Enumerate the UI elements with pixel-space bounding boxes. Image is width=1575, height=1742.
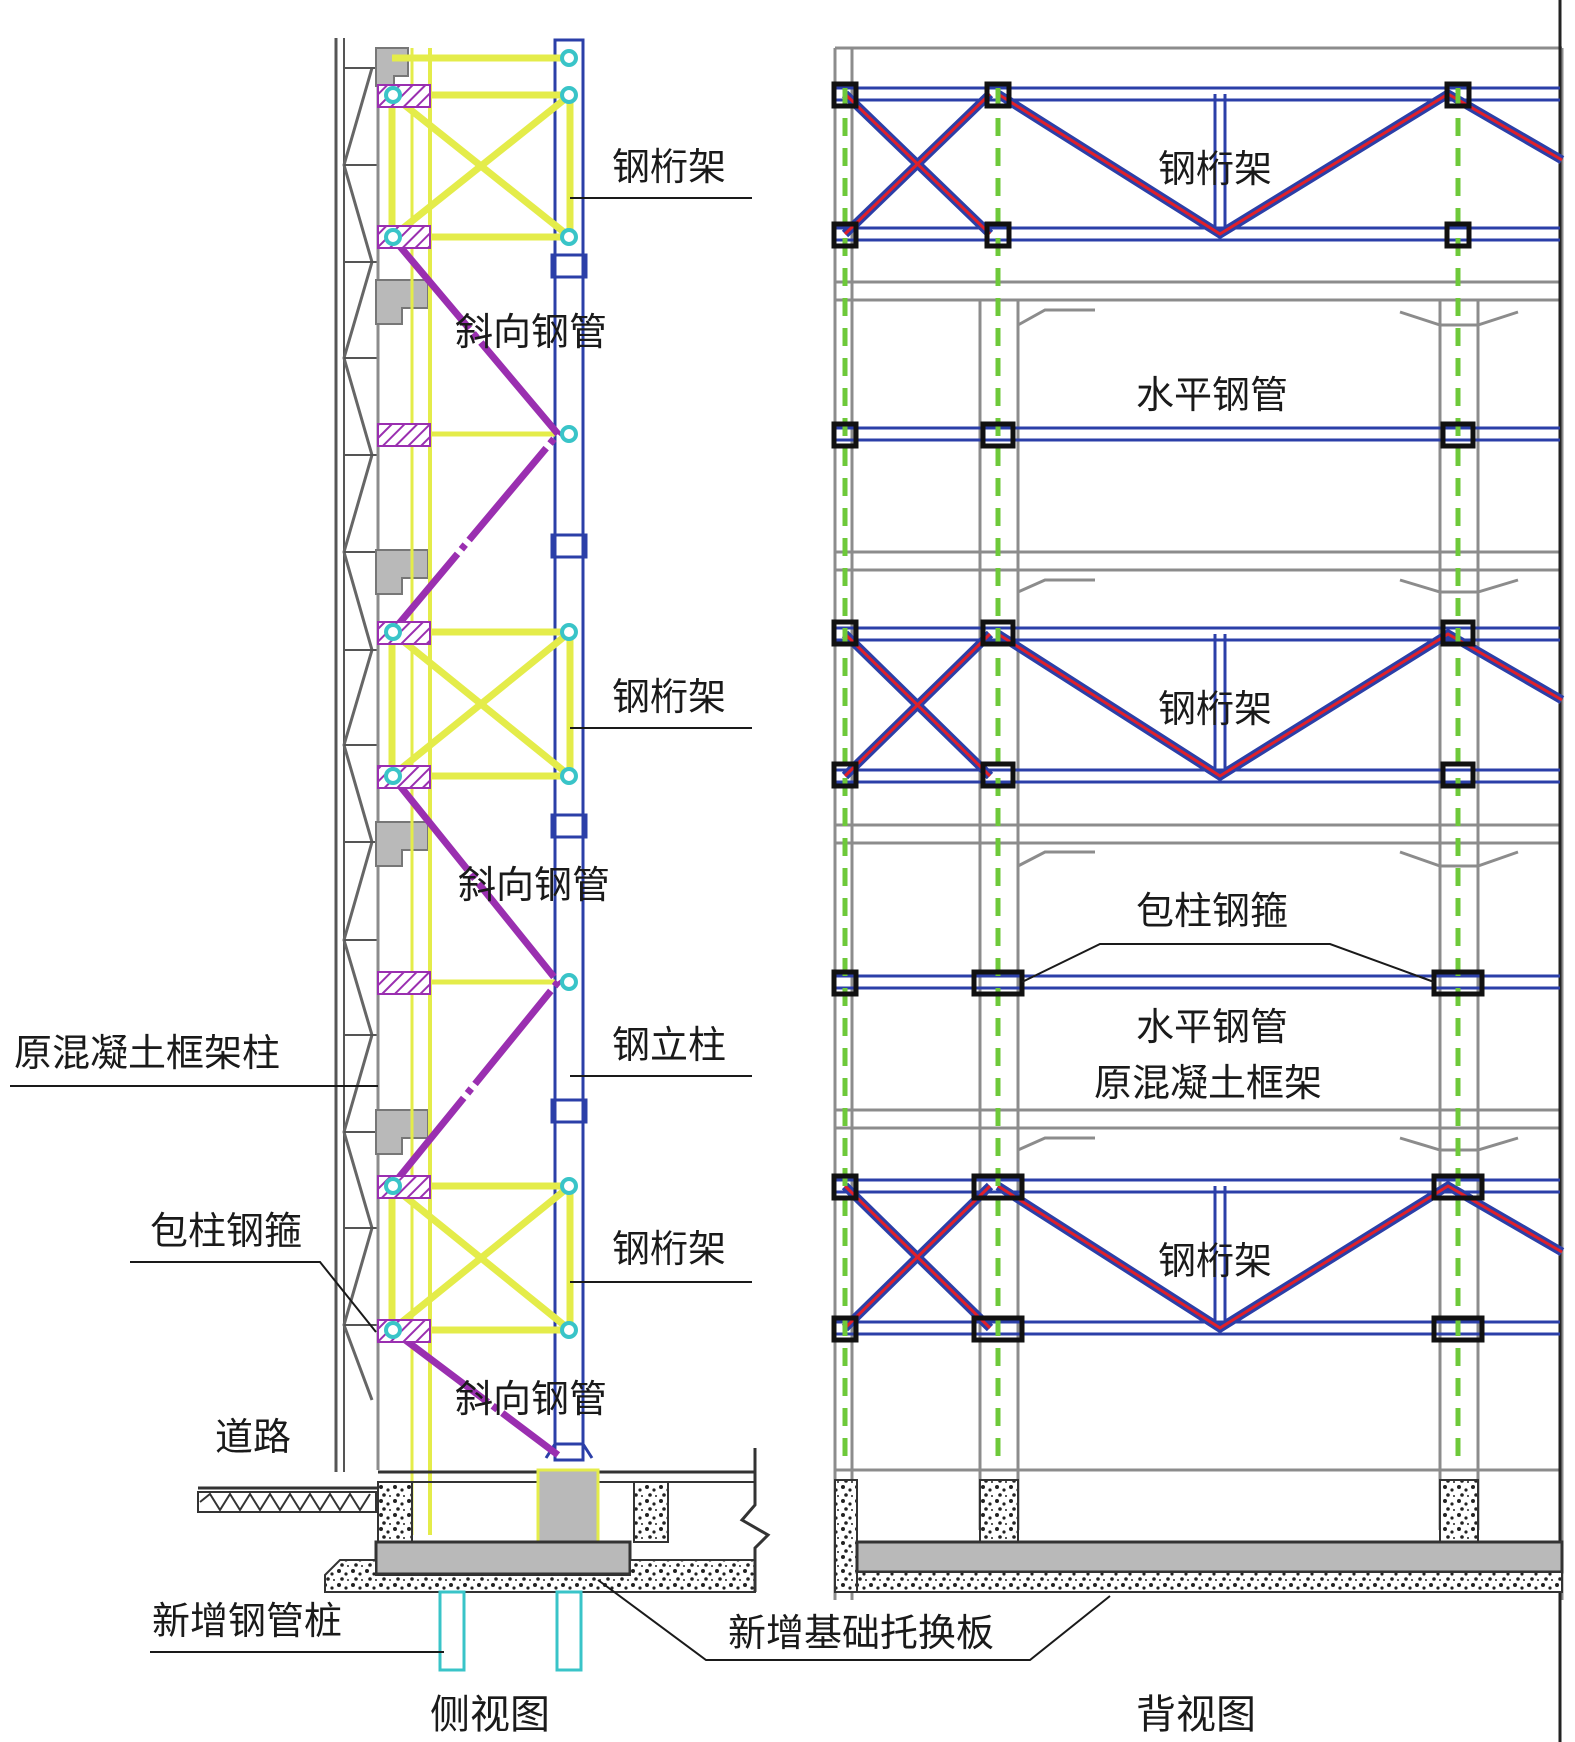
label-hoop-back: 包柱钢箍 <box>1136 889 1288 933</box>
diagonal-pipes-side <box>389 234 563 1458</box>
caption-back-view: 背视图 <box>1136 1692 1256 1738</box>
label-road: 道路 <box>215 1415 291 1459</box>
label-rc-column: 原混凝土框架柱 <box>14 1031 280 1075</box>
leaders-back <box>1021 943 1435 983</box>
truss-braces-back <box>841 88 1565 1334</box>
label-hpipe-1: 水平钢管 <box>1136 373 1288 417</box>
column-hoops-back <box>831 81 1485 1343</box>
label-hoop-side: 包柱钢箍 <box>150 1209 302 1253</box>
label-pile: 新增钢管桩 <box>152 1599 342 1643</box>
foundation-side <box>197 1448 771 1672</box>
label-truss-mid-back: 钢桁架 <box>1158 687 1272 731</box>
rc-frame-back <box>833 46 1564 1600</box>
label-raft: 新增基础托换板 <box>728 1611 994 1655</box>
label-diagonal-pipe-1: 斜向钢管 <box>455 310 607 354</box>
label-hpipe-2: 水平钢管 <box>1136 1005 1288 1049</box>
foundation-back <box>834 1479 1564 1593</box>
label-truss-bottom-back: 钢桁架 <box>1158 1239 1272 1283</box>
back-view: 钢桁架 水平钢管 钢桁架 包柱钢箍 水平钢管 原混凝土框架 钢桁架 背视图 <box>831 0 1565 1742</box>
leaders-side <box>10 197 1111 1661</box>
label-diagonal-pipe-2: 斜向钢管 <box>458 863 610 907</box>
caption-side-view: 侧视图 <box>430 1692 550 1738</box>
label-diagonal-pipe-3: 斜向钢管 <box>455 1377 607 1421</box>
label-truss-bottom-side: 钢桁架 <box>612 1227 726 1271</box>
truss-bottom-side <box>388 1182 574 1334</box>
side-view: 钢桁架 斜向钢管 钢桁架 斜向钢管 钢立柱 原混凝土框架柱 包柱钢箍 钢桁架 斜… <box>10 38 1111 1738</box>
facade-scaffold <box>334 38 378 1472</box>
truss-top-side <box>388 54 574 241</box>
label-steel-column: 钢立柱 <box>612 1023 726 1067</box>
label-truss-mid-side: 钢桁架 <box>612 675 726 719</box>
truss-mid-side <box>388 628 574 780</box>
label-rc-frame: 原混凝土框架 <box>1094 1061 1322 1105</box>
label-truss-top-side: 钢桁架 <box>612 145 726 189</box>
rc-column-side <box>376 48 432 1470</box>
column-axes-back <box>842 88 1461 1460</box>
nodes-side <box>384 49 578 1339</box>
label-truss-top-back: 钢桁架 <box>1158 147 1272 191</box>
